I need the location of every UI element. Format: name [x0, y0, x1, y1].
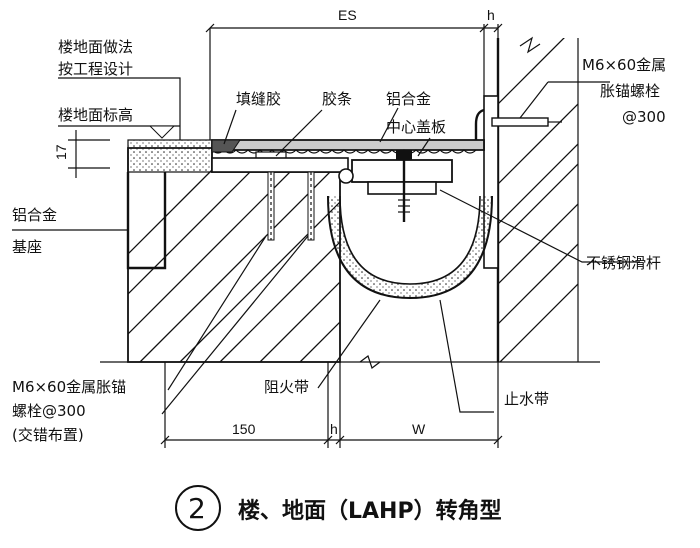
label-slide-rod: 不锈钢滑杆 — [586, 254, 661, 272]
label-floor-elevation: 楼地面标高 — [58, 106, 133, 124]
label-fire-belt: 阻火带 — [264, 378, 309, 396]
dim-h-bottom: h — [330, 421, 338, 437]
dimension-lines — [68, 23, 600, 448]
label-water-stop: 止水带 — [504, 390, 549, 408]
center-cover-plate — [211, 139, 485, 173]
water-stop-fire-belt — [327, 195, 493, 300]
label-base-1: 铝合金 — [12, 206, 57, 224]
label-anchor-top-2: 胀锚螺栓 — [600, 82, 660, 100]
label-center-cover: 中心盖板 — [386, 118, 446, 136]
leader-lines — [12, 77, 640, 415]
figure-caption: 2 楼、地面（LAHP）转角型 — [175, 485, 502, 531]
label-anchor-bottom-2: 螺栓@300 — [12, 402, 86, 420]
slide-assembly — [338, 150, 453, 222]
label-anchor-top-1: M6×60金属 — [582, 56, 666, 74]
dim-es: ES — [338, 7, 357, 23]
dim-h-top: h — [487, 7, 495, 23]
label-anchor-bottom-3: (交错布置) — [12, 426, 84, 444]
label-filler: 填缝胶 — [236, 90, 281, 108]
dim-w: W — [412, 421, 426, 437]
right-concrete-wall — [496, 36, 579, 362]
label-floor-method-2: 按工程设计 — [58, 60, 133, 78]
caption-title: 楼、地面（LAHP）转角型 — [238, 498, 502, 524]
caption-circle — [175, 485, 221, 531]
label-floor-method-1: 楼地面做法 — [58, 38, 133, 56]
dim-150: 150 — [232, 421, 256, 437]
annotations: 楼地面做法 按工程设计 楼地面标高 填缝胶 胶条 铝合金 中心盖板 M6×60金… — [12, 7, 666, 444]
label-aluminum-alloy: 铝合金 — [386, 90, 431, 108]
caption-number: 2 — [188, 492, 206, 525]
label-base-2: 基座 — [12, 238, 42, 256]
label-rubber-strip: 胶条 — [322, 90, 352, 108]
dim-17: 17 — [53, 144, 69, 160]
label-anchor-top-3: @300 — [622, 108, 666, 126]
label-anchor-bottom-1: M6×60金属胀锚 — [12, 378, 126, 396]
